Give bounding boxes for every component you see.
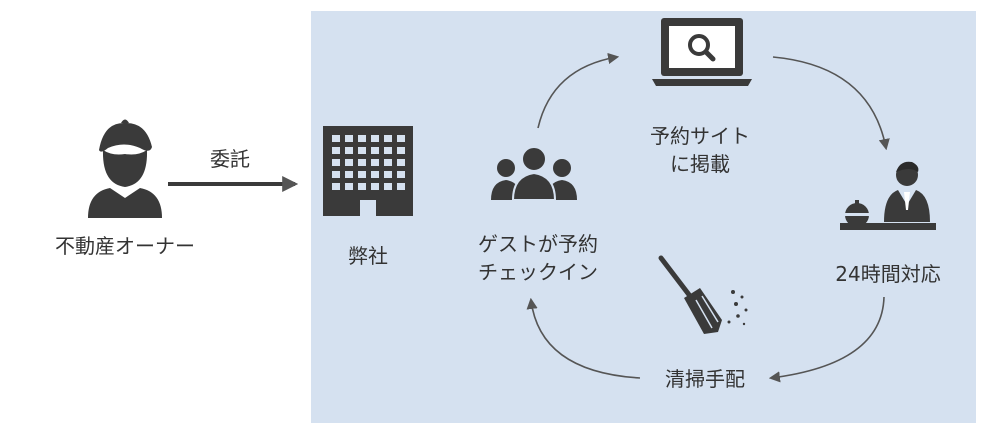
building-window: [358, 171, 366, 178]
office-building-icon: [323, 126, 413, 216]
building-window: [371, 147, 379, 154]
listing-label: 予約サイト に掲載: [630, 122, 770, 178]
building-window: [397, 147, 405, 154]
arrow-guest-to-listing: [537, 52, 620, 129]
building-window: [397, 135, 405, 142]
listing-label-line2: に掲載: [670, 152, 730, 176]
building-window: [384, 147, 392, 154]
guest-label: ゲストが予約 チェックイン: [458, 230, 618, 286]
building-window: [332, 135, 340, 142]
company-label: 弊社: [348, 244, 388, 268]
building-window: [384, 183, 392, 190]
support-label: 24時間対応: [835, 262, 941, 286]
guest-label-line2: チェックイン: [478, 260, 598, 284]
service-panel: [311, 11, 976, 423]
building-window: [345, 147, 353, 154]
arrow-cleaning-to-guest: [526, 297, 641, 379]
building-window: [384, 135, 392, 142]
building-window: [358, 135, 366, 142]
receptionist-with-bell-icon: [840, 161, 936, 230]
building-window: [358, 159, 366, 166]
building-window: [345, 159, 353, 166]
laptop-search-icon: [652, 18, 752, 86]
building-window: [358, 183, 366, 190]
listing-label-line1: 予約サイト: [650, 124, 750, 148]
building-window: [397, 183, 405, 190]
building-window: [332, 183, 340, 190]
building-window: [332, 171, 340, 178]
arrow-listing-to-support: [772, 56, 890, 151]
building-window: [332, 147, 340, 154]
building-window: [384, 159, 392, 166]
building-window: [371, 159, 379, 166]
arrow-support-to-cleaning: [768, 296, 885, 383]
building-window: [397, 159, 405, 166]
building-window: [332, 159, 340, 166]
owner-label: 不動産オーナー: [55, 234, 195, 258]
building-window: [397, 171, 405, 178]
building-window: [345, 183, 353, 190]
building-window: [345, 135, 353, 142]
building-window: [384, 171, 392, 178]
broom-icon: [658, 255, 748, 334]
guest-label-line1: ゲストが予約: [478, 232, 598, 256]
guest-group-icon: [491, 146, 577, 201]
building-window: [371, 135, 379, 142]
delegation-label: 委託: [210, 147, 250, 171]
building-window: [345, 171, 353, 178]
person-with-beret-icon: [88, 119, 162, 218]
building-window: [371, 171, 379, 178]
building-window: [371, 183, 379, 190]
cleaning-label: 清掃手配: [665, 367, 745, 391]
building-window: [358, 147, 366, 154]
